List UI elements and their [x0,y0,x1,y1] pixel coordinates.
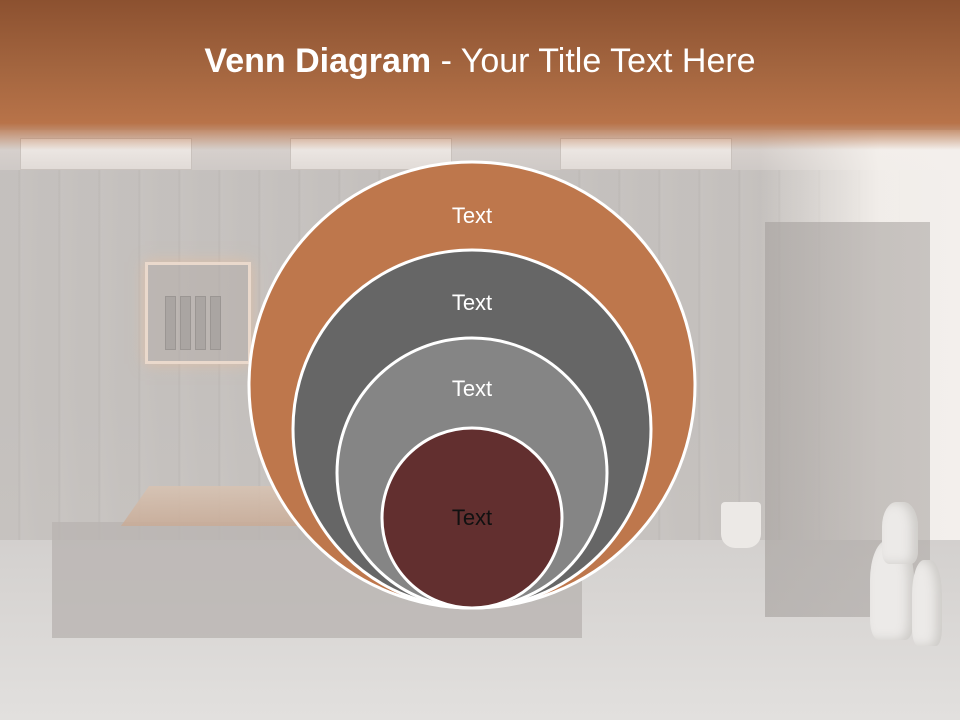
vase [912,560,942,646]
circle-4-label: Text [452,505,492,530]
plant-pot [721,502,761,548]
binder [195,296,206,350]
vase [882,502,918,564]
circle-3-label: Text [452,376,492,401]
circle-4 [380,426,564,610]
circle-2-label: Text [452,290,492,315]
title-rest: - Your Title Text Here [431,42,756,80]
binder [180,296,191,350]
binder [210,296,221,350]
slide-title: Venn Diagram - Your Title Text Here [0,42,960,81]
title-bold: Venn Diagram [204,42,432,80]
binder [165,296,176,350]
circle-1-label: Text [452,203,492,228]
title-bar [0,0,960,150]
